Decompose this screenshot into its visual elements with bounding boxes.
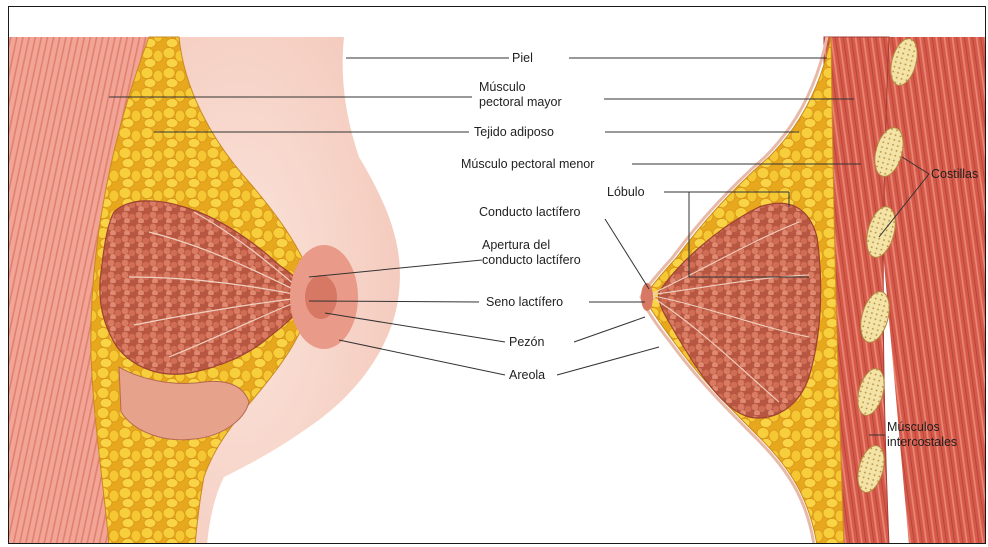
label-musculo-pectoral-mayor-line1: Músculo bbox=[479, 80, 526, 94]
label-musculos-intercostales-line1: Músculos bbox=[887, 420, 940, 434]
right-nipple bbox=[641, 283, 653, 311]
right-glandular-tissue bbox=[658, 203, 820, 418]
label-seno-lactifero: Seno lactífero bbox=[486, 295, 563, 309]
label-areola: Areola bbox=[509, 368, 545, 382]
label-costillas: Costillas bbox=[931, 167, 978, 181]
label-musculo-pectoral-menor: Músculo pectoral menor bbox=[461, 157, 594, 171]
left-nipple bbox=[305, 275, 337, 319]
label-musculo-pectoral-mayor-line2: pectoral mayor bbox=[479, 95, 562, 109]
figure-frame: Piel Músculo pectoral mayor Tejido adipo… bbox=[8, 6, 986, 544]
label-apertura-line2: conducto lactífero bbox=[482, 253, 581, 267]
right-breast bbox=[641, 36, 986, 544]
left-breast bbox=[9, 37, 400, 544]
label-tejido-adiposo: Tejido adiposo bbox=[474, 125, 554, 139]
label-piel: Piel bbox=[512, 51, 533, 65]
label-musculos-intercostales-line2: intercostales bbox=[887, 435, 957, 449]
label-lobulo: Lóbulo bbox=[607, 185, 645, 199]
label-apertura-line1: Apertura del bbox=[482, 238, 550, 252]
label-conducto-lactifero: Conducto lactífero bbox=[479, 205, 580, 219]
label-pezon: Pezón bbox=[509, 335, 544, 349]
